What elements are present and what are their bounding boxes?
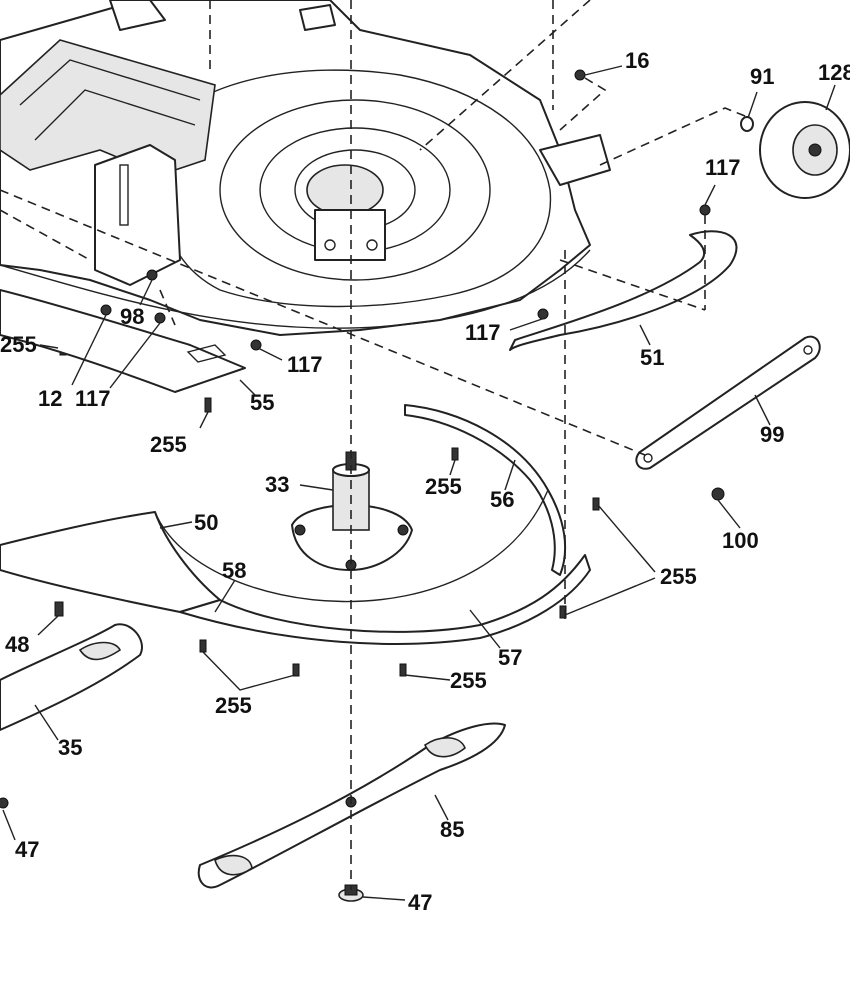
callout-255-c: 255 — [425, 474, 462, 499]
callout-255-d: 255 — [660, 564, 697, 589]
callout-117-left: 117 — [287, 352, 323, 377]
link-bar-99 — [635, 335, 821, 470]
callout-47-center: 47 — [408, 890, 432, 915]
callout-91: 91 — [750, 64, 774, 89]
spindle-33 — [291, 451, 413, 571]
callout-85: 85 — [440, 817, 464, 842]
callout-50: 50 — [194, 510, 218, 535]
deck-housing — [0, 0, 611, 336]
callout-117-top: 117 — [705, 155, 741, 180]
callout-255-b: 255 — [150, 432, 187, 457]
callout-117-mid: 117 — [465, 320, 501, 345]
bolt-255-c — [592, 497, 600, 511]
nut-117-top — [699, 204, 711, 216]
callout-56: 56 — [490, 487, 514, 512]
callout-12: 12 — [38, 386, 62, 411]
callout-255-e: 255 — [450, 668, 487, 693]
callout-48: 48 — [5, 632, 29, 657]
washer-91 — [740, 116, 754, 132]
bolt-48 — [54, 601, 64, 617]
callout-99: 99 — [760, 422, 784, 447]
bolt-100 — [711, 487, 725, 501]
bolt-255-g — [399, 663, 407, 677]
baffle-56 — [404, 404, 567, 576]
callout-51: 51 — [640, 345, 664, 370]
baffle-55 — [0, 289, 246, 393]
callout-16: 16 — [625, 48, 649, 73]
callout-117-lower: 117 — [75, 386, 111, 411]
callout-98: 98 — [120, 304, 144, 329]
callout-255-top-left: 255 — [0, 332, 37, 357]
nut-12 — [100, 304, 112, 316]
deck-shell-50 — [0, 511, 221, 613]
callout-58: 58 — [222, 558, 246, 583]
assembly-lines — [0, 0, 751, 890]
bolt-255-e — [199, 639, 207, 653]
callout-128: 128 — [818, 60, 850, 85]
callout-47-left: 47 — [15, 837, 39, 862]
nut-98 — [146, 269, 158, 281]
baffle-51 — [509, 230, 738, 351]
bolt-255-f — [292, 663, 300, 677]
callout-255-f: 255 — [215, 693, 252, 718]
nut-117-lower — [154, 312, 166, 324]
bolt-255-b — [451, 447, 459, 461]
callout-100: 100 — [722, 528, 759, 553]
gauge-wheel — [759, 101, 850, 199]
callouts: 16 91 128 117 117 51 98 255 117 12 117 5… — [0, 48, 850, 915]
nut-117-mid — [537, 308, 549, 320]
nut-47-left — [0, 797, 9, 809]
leader-lines — [2, 65, 836, 901]
callout-33: 33 — [265, 472, 289, 497]
callout-55: 55 — [250, 390, 274, 415]
bolt-255-a — [204, 397, 212, 413]
callout-35: 35 — [58, 735, 82, 760]
callout-57: 57 — [498, 645, 522, 670]
nut-16 — [574, 69, 586, 81]
deck-shell-57 — [179, 554, 591, 645]
